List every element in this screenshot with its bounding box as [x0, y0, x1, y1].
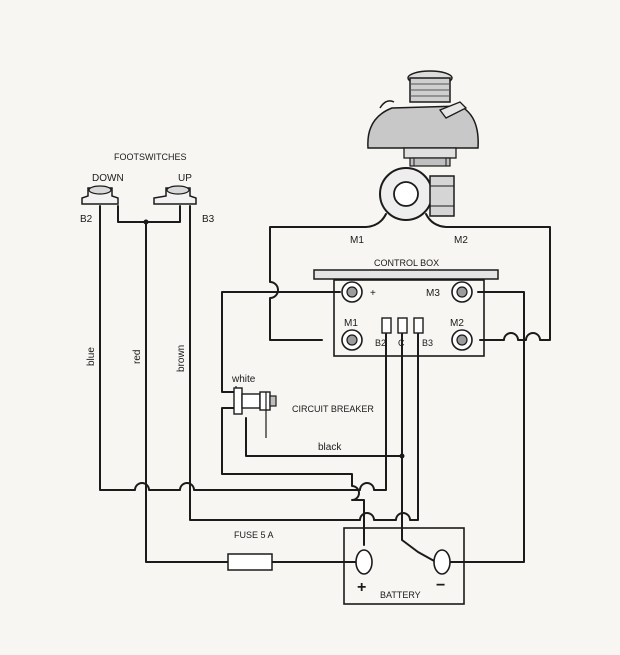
wire-black-label: black	[318, 442, 342, 453]
wire-brown-label: brown	[176, 345, 187, 372]
battery-plus-label: +	[357, 579, 366, 596]
circuit-breaker	[233, 387, 277, 438]
motor-m1-label: M1	[350, 235, 364, 246]
battery-title: BATTERY	[380, 590, 421, 600]
control-box-m1-label: M1	[344, 318, 358, 329]
circuit-breaker-label: CIRCUIT BREAKER	[292, 404, 374, 414]
wire-red	[143, 219, 365, 563]
footswitch-down-label: DOWN	[92, 173, 124, 184]
wire-m3-battery-minus	[447, 291, 525, 563]
control-box	[313, 269, 499, 357]
footswitches-title: FOOTSWITCHES	[114, 152, 187, 162]
winch-illustration	[367, 70, 479, 221]
wire-brown	[189, 205, 419, 521]
terminal-b3	[413, 317, 424, 334]
wire-footswitch-common	[117, 205, 181, 223]
footswitch-down	[81, 185, 119, 205]
wire-red-label: red	[132, 350, 143, 364]
terminal-m2	[451, 329, 473, 351]
fuse-label: FUSE 5 A	[234, 530, 274, 540]
terminal-m3	[451, 281, 473, 303]
footswitch-up-label: UP	[178, 173, 192, 184]
footswitch-b3-label: B3	[202, 214, 215, 225]
terminal-plus	[341, 281, 363, 303]
motor-m2-label: M2	[454, 235, 468, 246]
control-box-m2-label: M2	[450, 318, 464, 329]
wire-blue	[99, 205, 387, 491]
control-box-plus-label: +	[370, 288, 376, 299]
terminal-m1	[341, 329, 363, 351]
battery-minus-terminal	[433, 549, 451, 575]
terminal-c	[397, 317, 408, 334]
control-box-c-label: C	[398, 338, 405, 348]
footswitch-up	[153, 185, 197, 205]
wire-blue-label: blue	[86, 347, 97, 366]
battery-minus-label: −	[436, 577, 445, 594]
fuse	[227, 553, 273, 571]
wire-m1	[269, 213, 387, 341]
footswitch-b2-label: B2	[80, 214, 93, 225]
battery	[343, 527, 465, 605]
wire-m2	[425, 213, 551, 341]
control-box-b3-label: B3	[422, 338, 433, 348]
wire-white-label: white	[231, 374, 256, 385]
control-box-title: CONTROL BOX	[374, 258, 439, 268]
control-box-b2-label: B2	[375, 338, 386, 348]
terminal-b2	[381, 317, 392, 334]
control-box-m3-label: M3	[426, 288, 440, 299]
battery-plus-terminal	[355, 549, 373, 575]
wire-plus-to-breaker	[221, 291, 341, 393]
wire-black	[245, 333, 437, 563]
